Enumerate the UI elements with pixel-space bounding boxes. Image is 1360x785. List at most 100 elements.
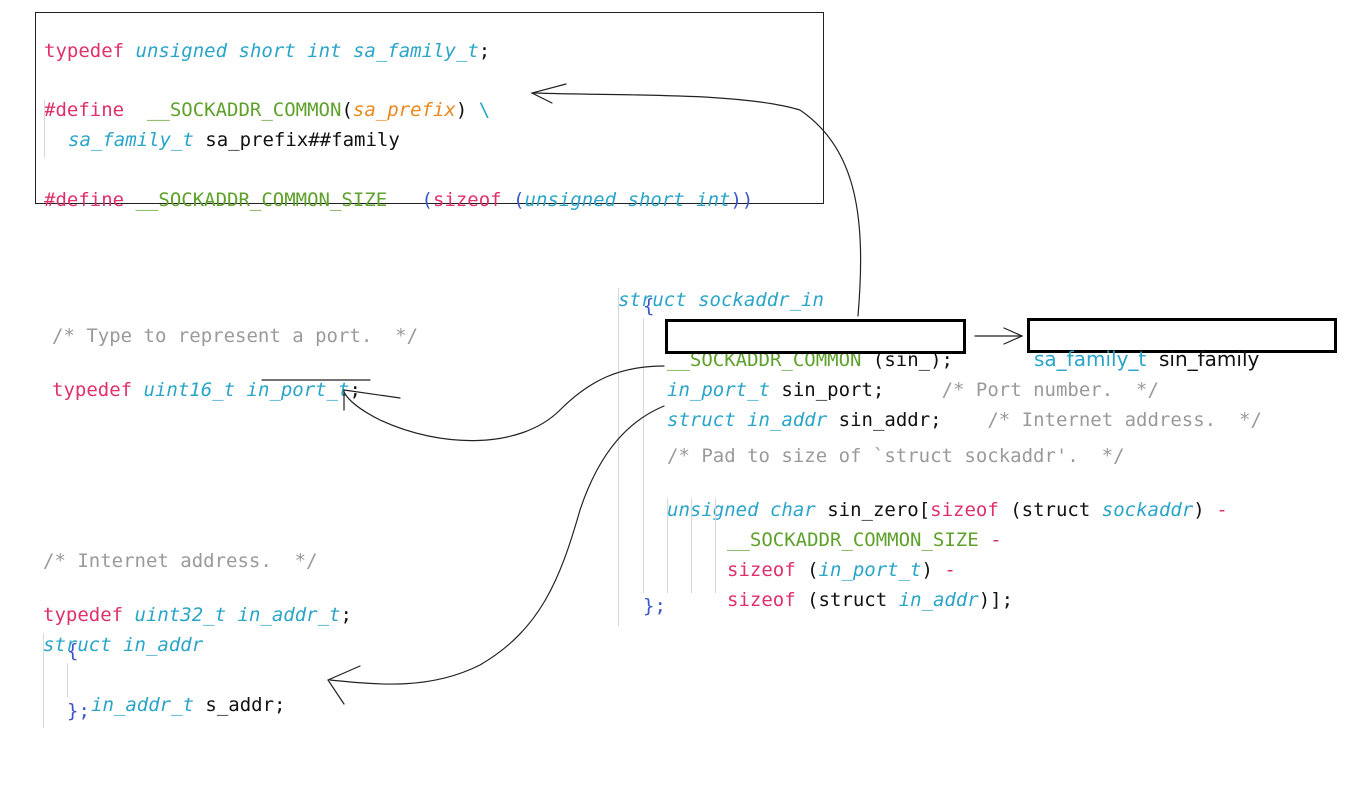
sockaddr-in-name: sockaddr_in <box>698 289 824 311</box>
sin-addr-line: struct in_addr sin_addr; /* Internet add… <box>667 384 1262 432</box>
define-common-size-line: #define __SOCKADDR_COMMON_SIZE (sizeof (… <box>44 164 753 212</box>
define-sockaddr-common-line: #define __SOCKADDR_COMMON(sa_prefix) \ <box>44 74 490 122</box>
paren-open-2: ( <box>513 189 525 211</box>
arrowhead <box>343 389 401 411</box>
in-addr-type: in_addr <box>898 589 979 611</box>
sin-family-field: sin_family <box>1158 347 1260 371</box>
sa-family-t-type: sa_family_t <box>1034 347 1147 371</box>
paren-close: ) <box>1193 499 1205 521</box>
sa-family-t-type: sa_family_t <box>68 129 194 151</box>
macro-body-line: sa_family_t sa_prefix##family <box>68 104 400 152</box>
common-size-macro: __SOCKADDR_COMMON_SIZE <box>727 529 979 551</box>
define-directive: #define <box>44 99 125 121</box>
struct-in-addr-line: struct in_addr <box>43 609 203 657</box>
type-short: short <box>627 189 685 211</box>
pad-comment: /* Pad to size of `struct sockaddr'. */ <box>667 445 1125 467</box>
indent-guide <box>643 318 644 593</box>
in-addr-t-name: in_addr_t <box>237 604 341 626</box>
struct-keyword: struct <box>43 634 112 656</box>
common-size-line: __SOCKADDR_COMMON_SIZE - <box>727 504 1002 552</box>
macro-arg: (sin_); <box>872 349 953 371</box>
struct-sockaddr-in-line: struct sockaddr_in <box>618 264 824 312</box>
addr-comment: /* Internet address. */ <box>43 550 318 572</box>
arrowhead <box>1003 327 1024 345</box>
struct-keyword: (struct <box>1010 499 1091 521</box>
sizeof-keyword: sizeof <box>930 499 999 521</box>
sockaddr-common-highlight <box>665 319 966 354</box>
type-short: short <box>238 40 296 62</box>
paren-open: ( <box>341 99 353 121</box>
port-comment: /* Type to represent a port. */ <box>52 325 419 347</box>
in-addr-struct-name: in_addr <box>123 634 204 656</box>
type-unsigned: unsigned <box>667 499 759 521</box>
s-addr-field-line: in_addr_t s_addr; <box>91 669 285 717</box>
typedef-in-addr-line: typedef uint32_t in_addr_t; <box>43 579 352 627</box>
sockaddr-type: sockaddr <box>1101 499 1194 521</box>
sockaddr-common-line: __SOCKADDR_COMMON (sin_); <box>667 324 953 372</box>
sin-zero-field: sin_zero[ <box>827 499 931 521</box>
sizeof-in-addr-line: sizeof (struct in_addr)]; <box>727 564 1013 612</box>
indent-guide <box>67 663 68 697</box>
indent-guide <box>43 633 44 728</box>
sockaddr-common-macro: __SOCKADDR_COMMON <box>667 349 862 371</box>
in-port-t-type: in_port_t <box>818 559 922 581</box>
sa-family-t-name: sa_family_t <box>352 40 479 62</box>
keyword: typedef <box>52 379 133 401</box>
typedef-in-port-line: typedef uint16_t in_port_t; <box>52 354 361 402</box>
type-int: int <box>696 189 731 211</box>
arrow-to-in-addr-struct <box>329 405 665 685</box>
expansion-text: sa_family_t sin_family <box>1034 323 1259 371</box>
macro-definitions-box <box>35 12 824 204</box>
in-port-t-type: in_port_t <box>667 379 770 401</box>
typedef-sa-family-line: typedef unsigned short int sa_family_t; <box>44 15 490 63</box>
internet-address-comment: /* Internet address. */ <box>987 409 1262 431</box>
bracket-close: )]; <box>978 589 1014 611</box>
macro-param: sa_prefix <box>352 99 456 121</box>
semicolon: ; <box>340 604 352 626</box>
arrow-to-in-port-typedef <box>343 365 665 442</box>
minus-operator: - <box>990 529 1002 551</box>
arrow-to-sockaddr-common-define <box>533 92 862 317</box>
sizeof-keyword: sizeof <box>432 189 502 211</box>
arrowhead <box>530 83 567 104</box>
sizeof-keyword: sizeof <box>727 589 796 611</box>
close-brace: }; <box>643 595 666 617</box>
sizeof-keyword: sizeof <box>727 559 796 581</box>
semicolon: ; <box>478 40 491 62</box>
struct-keyword: struct <box>618 289 687 311</box>
concat-identifier: sa_prefix##family <box>205 129 400 151</box>
keyword: typedef <box>43 604 124 626</box>
keyword: typedef <box>44 40 125 62</box>
sin-zero-line: unsigned char sin_zero[sizeof (struct so… <box>667 474 1228 522</box>
close-brace: }; <box>67 700 90 722</box>
port-number-comment: /* Port number. */ <box>941 379 1159 401</box>
uint32-type: uint32_t <box>134 604 227 626</box>
indent-guide <box>715 498 716 593</box>
indent-guide <box>667 498 668 593</box>
paren-close: ) <box>455 99 468 121</box>
type-unsigned: unsigned <box>135 40 228 62</box>
line-continuation: \ <box>478 99 491 121</box>
paren-open: ( <box>421 189 433 211</box>
macro-name: __SOCKADDR_COMMON <box>146 99 342 121</box>
sizeof-in-port-line: sizeof (in_port_t) - <box>727 534 956 582</box>
type-unsigned: unsigned <box>524 189 617 211</box>
sin-port-line: in_port_t sin_port; /* Port number. */ <box>667 354 1159 402</box>
expansion-box <box>1027 318 1337 353</box>
indent-guide <box>618 288 619 626</box>
arrowhead <box>327 665 361 705</box>
paren-close: )) <box>730 189 754 211</box>
open-brace: { <box>67 640 79 662</box>
open-brace: { <box>643 295 655 317</box>
minus-operator: - <box>1216 499 1228 521</box>
in-addr-type: in_addr <box>747 409 828 431</box>
sin-port-field: sin_port; <box>781 379 885 401</box>
sin-addr-field: sin_addr; <box>838 409 942 431</box>
uint16-type: uint16_t <box>143 379 236 401</box>
s-addr-field: s_addr; <box>205 694 286 716</box>
struct-keyword: struct <box>667 409 736 431</box>
macro-name: __SOCKADDR_COMMON_SIZE <box>135 189 388 211</box>
struct-keyword: (struct <box>807 589 888 611</box>
indent-guide <box>691 498 692 593</box>
